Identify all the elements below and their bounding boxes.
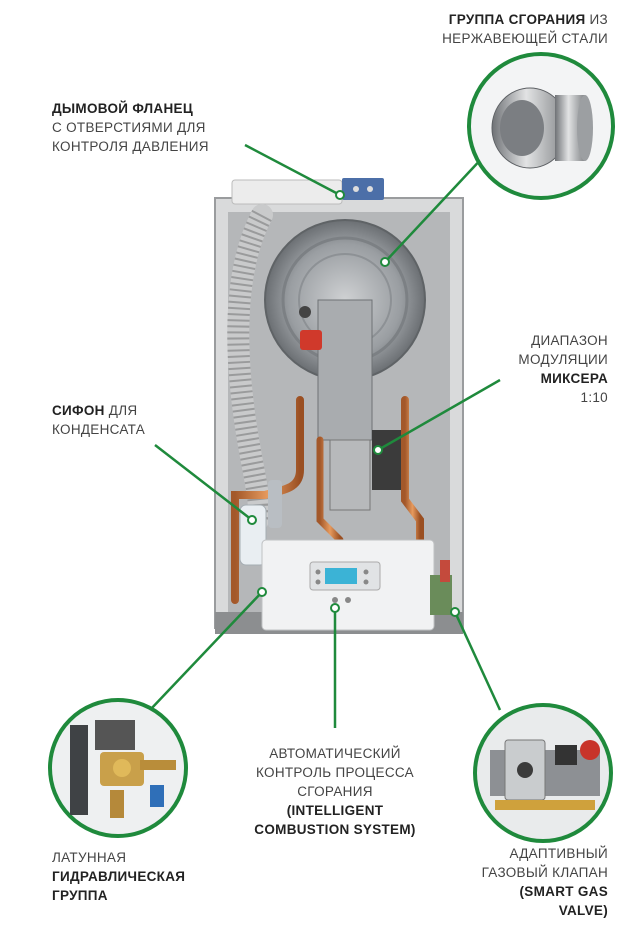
label-auto-control-bold1: (INTELLIGENT — [286, 803, 384, 818]
label-combustion-group-rest: ИЗ — [585, 12, 608, 27]
callout-siphon — [154, 444, 253, 521]
callout-mixer — [377, 378, 501, 452]
label-gas-valve-line2: ГАЗОВЫЙ КЛАПАН — [481, 865, 608, 880]
label-brass-group: ЛАТУННАЯ ГИДРАВЛИЧЕСКАЯ ГРУППА — [52, 848, 185, 905]
label-flue-flange: ДЫМОВОЙ ФЛАНЕЦ С ОТВЕРСТИЯМИ ДЛЯ КОНТРОЛ… — [52, 99, 209, 156]
label-auto-control: АВТОМАТИЧЕСКИЙ КОНТРОЛЬ ПРОЦЕССА СГОРАНИ… — [210, 744, 460, 839]
label-combustion-group: ГРУППА СГОРАНИЯ ИЗ НЕРЖАВЕЮЩЕЙ СТАЛИ — [442, 10, 608, 48]
callout-lines — [149, 143, 502, 728]
label-flue-flange-bold: ДЫМОВОЙ ФЛАНЕЦ — [52, 101, 193, 116]
label-auto-control-line3: СГОРАНИЯ — [297, 784, 373, 799]
inset-brass-group — [48, 698, 188, 838]
label-gas-valve: АДАПТИВНЫЙ ГАЗОВЫЙ КЛАПАН (SMART GAS VAL… — [482, 844, 608, 920]
label-siphon-bold: СИФОН — [52, 403, 105, 418]
siphon — [239, 480, 282, 566]
callout-dots — [247, 190, 460, 617]
callout-flue-flange — [244, 143, 341, 197]
label-flue-flange-line3: КОНТРОЛЯ ДАВЛЕНИЯ — [52, 139, 209, 154]
callout-brass-group — [149, 591, 263, 711]
inset-combustion-group — [467, 52, 615, 200]
label-auto-control-line1: АВТОМАТИЧЕСКИЙ — [269, 746, 401, 761]
heat-exchanger — [264, 219, 426, 441]
label-auto-control-line2: КОНТРОЛЬ ПРОЦЕССА — [256, 765, 414, 780]
label-brass-group-bold2: ГРУППА — [52, 888, 108, 903]
label-siphon-rest: ДЛЯ — [104, 403, 138, 418]
label-flue-flange-line2: С ОТВЕРСТИЯМИ ДЛЯ — [52, 120, 206, 135]
label-siphon-line2: КОНДЕНСАТА — [52, 422, 146, 437]
label-mixer: ДИАПАЗОН МОДУЛЯЦИИ МИКСЕРА 1:10 — [518, 331, 608, 407]
label-brass-group-line1: ЛАТУННАЯ — [52, 850, 127, 865]
gas-valve-area — [430, 560, 452, 615]
label-siphon: СИФОН ДЛЯ КОНДЕНСАТА — [52, 401, 145, 439]
callout-combustion-group — [384, 154, 486, 263]
label-combustion-group-bold: ГРУППА СГОРАНИЯ — [448, 12, 586, 27]
callout-gas-valve — [453, 611, 502, 711]
label-mixer-line1: ДИАПАЗОН — [531, 333, 608, 348]
label-mixer-line4: 1:10 — [580, 390, 608, 405]
label-brass-group-bold1: ГИДРАВЛИЧЕСКАЯ — [52, 869, 186, 884]
label-mixer-bold: МИКСЕРА — [540, 371, 608, 386]
label-combustion-group-line2: НЕРЖАВЕЮЩЕЙ СТАЛИ — [442, 31, 608, 46]
label-mixer-line2: МОДУЛЯЦИИ — [518, 352, 608, 367]
label-gas-valve-bold2: VALVE) — [558, 903, 608, 918]
inset-gas-valve — [473, 703, 613, 843]
control-panel — [261, 539, 435, 631]
label-gas-valve-bold1: (SMART GAS — [519, 884, 608, 899]
label-gas-valve-line1: АДАПТИВНЫЙ — [509, 846, 608, 861]
label-auto-control-bold2: COMBUSTION SYSTEM) — [254, 822, 416, 837]
